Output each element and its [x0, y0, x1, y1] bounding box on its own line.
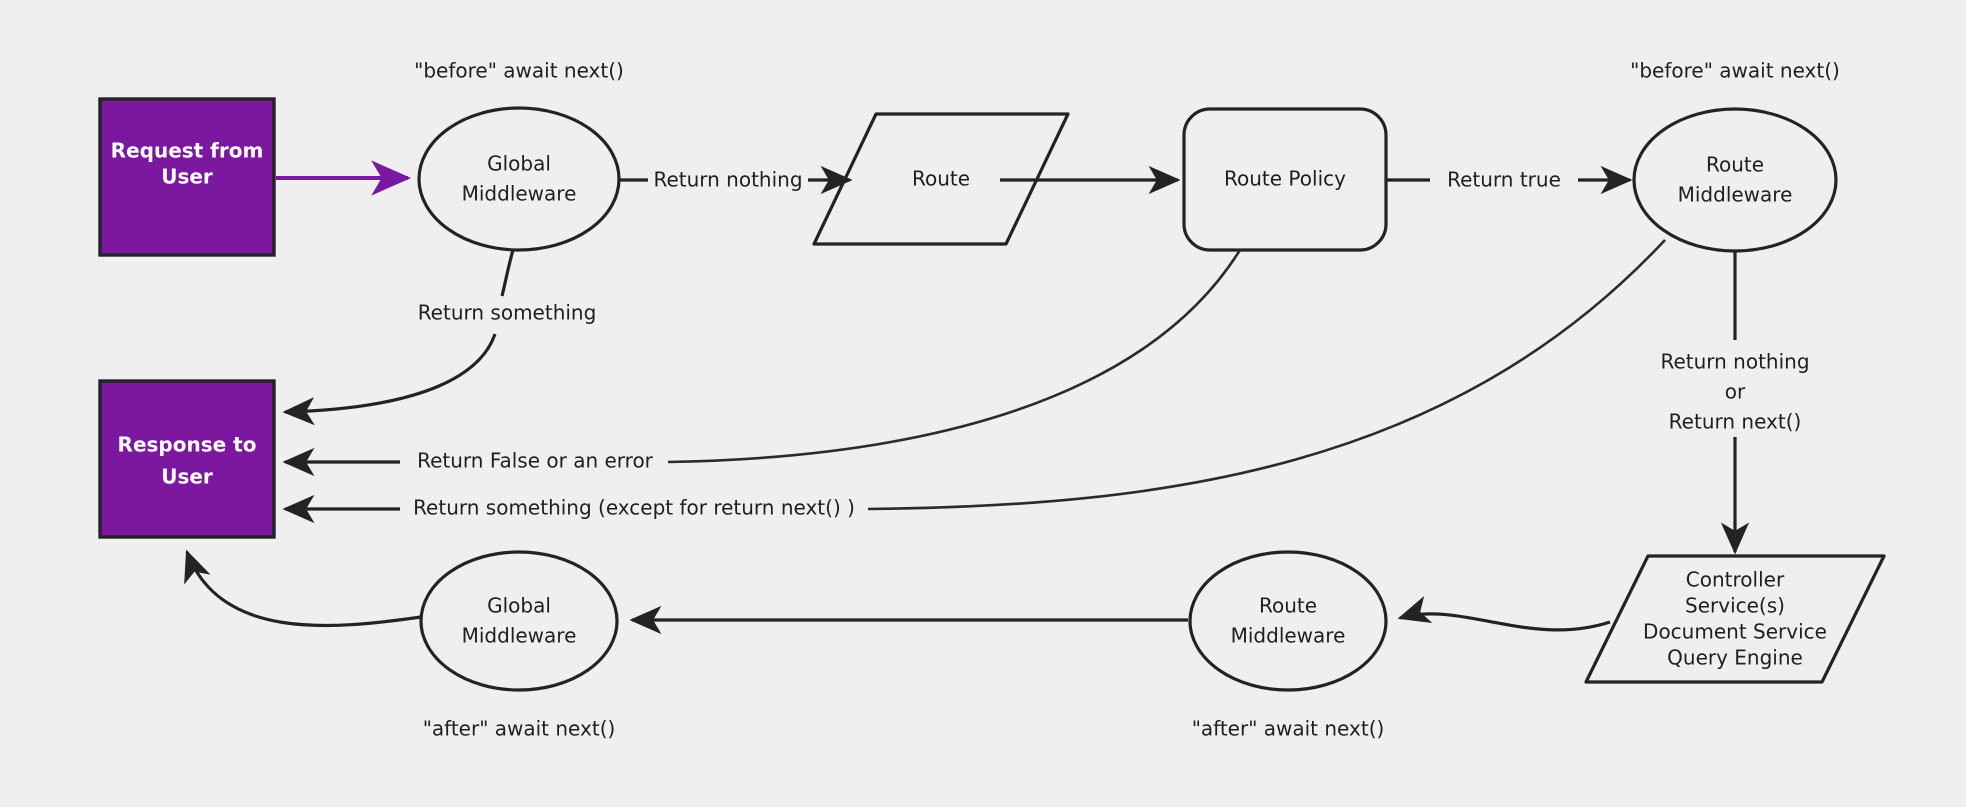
edge-label-return-nothing: Return nothing	[653, 168, 802, 192]
edge-global-middleware-to-response	[282, 333, 497, 426]
route-middleware-top-label-line2: Middleware	[1678, 183, 1793, 207]
edge-label-return-nothing-or-next-line3: Return next()	[1669, 410, 1802, 434]
node-request-from-user[interactable]: Request from User	[98, 97, 276, 257]
node-global-middleware-bottom[interactable]: Global Middleware	[419, 550, 619, 692]
route-middleware-bottom-label-line1: Route	[1259, 594, 1317, 618]
route-middleware-bottom-ellipse	[1188, 550, 1388, 692]
controller-stack-label-line4: Query Engine	[1667, 646, 1803, 670]
edge-label-return-nothing-or-next-line1: Return nothing	[1660, 350, 1809, 374]
global-middleware-bottom-label-line1: Global	[487, 594, 551, 618]
edge-label-return-false-or-error: Return False or an error	[417, 449, 654, 473]
request-from-user-box	[98, 97, 276, 257]
edge-label-return-true: Return true	[1447, 168, 1561, 192]
annotation-before-await-next-route: "before" await next()	[1630, 59, 1840, 83]
node-route-middleware-bottom[interactable]: Route Middleware	[1188, 550, 1388, 692]
request-from-user-label-line1: Request from	[111, 139, 264, 163]
route-middleware-bottom-label-line2: Middleware	[1231, 624, 1346, 648]
node-route[interactable]: Route	[812, 112, 1070, 246]
global-middleware-top-label-line1: Global	[487, 152, 551, 176]
route-middleware-top-label-line1: Route	[1706, 153, 1764, 177]
response-to-user-box	[98, 379, 276, 539]
edge-label-return-something-except-next: Return something (except for return next…	[413, 496, 855, 520]
edge-route-middleware-to-response	[867, 239, 1666, 511]
controller-stack-label-line1: Controller	[1686, 568, 1785, 592]
node-route-middleware-top[interactable]: Route Middleware	[1632, 107, 1838, 253]
edge-label-return-something-global: Return something	[418, 301, 597, 325]
edge-global-return-stub	[500, 249, 515, 297]
node-controller-stack[interactable]: Controller Service(s) Document Service Q…	[1584, 554, 1886, 684]
annotation-after-await-next-global: "after" await next()	[423, 717, 616, 741]
global-middleware-bottom-label-line2: Middleware	[462, 624, 577, 648]
node-global-middleware-top[interactable]: Global Middleware	[417, 106, 621, 252]
node-route-policy[interactable]: Route Policy	[1182, 107, 1388, 252]
edge-controller-to-route-middleware-bottom	[1397, 596, 1611, 632]
route-policy-label: Route Policy	[1224, 167, 1346, 191]
edge-route-policy-to-response	[667, 249, 1242, 464]
edge-label-return-nothing-or-next-line2: or	[1725, 380, 1746, 404]
controller-stack-label-line2: Service(s)	[1685, 594, 1785, 618]
response-to-user-label-line1: Response to	[118, 433, 257, 457]
controller-stack-label-line3: Document Service	[1643, 620, 1827, 644]
controller-stack-parallelogram	[1584, 554, 1886, 684]
route-label: Route	[912, 167, 970, 191]
node-response-to-user[interactable]: Response to User	[98, 379, 276, 539]
route-parallelogram	[812, 112, 1070, 246]
annotation-after-await-next-route: "after" await next()	[1192, 717, 1385, 741]
annotation-before-await-next-global: "before" await next()	[414, 59, 624, 83]
global-middleware-bottom-ellipse	[419, 550, 619, 692]
route-middleware-top-ellipse	[1632, 107, 1838, 253]
edge-global-mw-bottom-to-response	[184, 549, 422, 628]
global-middleware-top-label-line2: Middleware	[462, 182, 577, 206]
response-to-user-label-line2: User	[161, 465, 213, 489]
request-from-user-label-line2: User	[161, 165, 213, 189]
global-middleware-top-ellipse	[417, 106, 621, 252]
